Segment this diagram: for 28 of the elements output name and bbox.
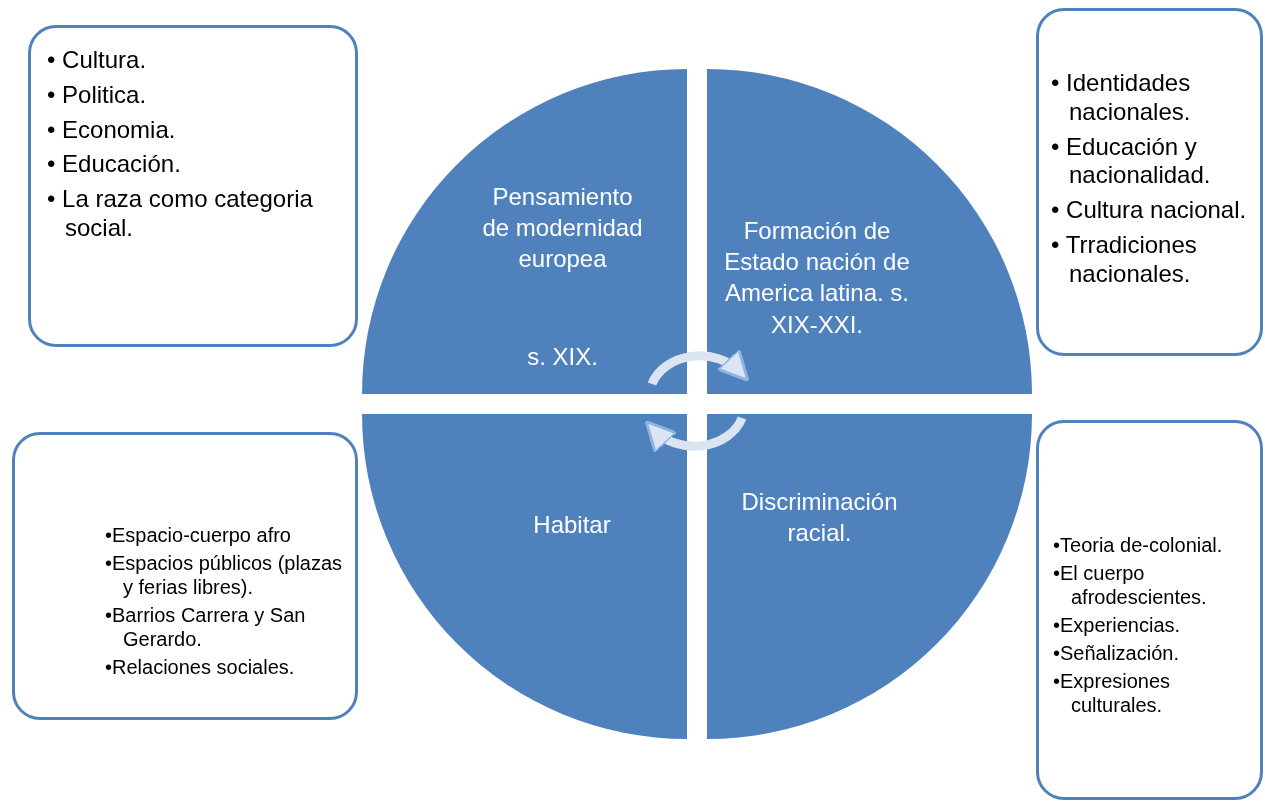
bullet-item: •Espacios públicos (plazas y ferias libres).: [105, 551, 344, 599]
segment-title: Habitar: [532, 510, 612, 540]
text-panel: [12, 432, 358, 720]
bullet-item: • Educación.: [47, 150, 182, 180]
bullet-item: • Cultura.: [47, 46, 148, 75]
bullet-item: •Relaciones sociales.: [105, 655, 296, 679]
bullet-item: •Teoria de-colonial.: [1053, 533, 1224, 557]
text-panel: [1036, 420, 1263, 800]
text-panel: [28, 25, 358, 347]
bullet-item: •Espacio-cuerpo afro: [105, 523, 292, 547]
bullet-item: • Politica.: [47, 80, 148, 110]
bullet-item: •Señalización.: [1053, 641, 1180, 665]
bullet-item: • Cultura nacional.: [1051, 196, 1248, 225]
bullet-item: • Educación y nacionalidad.: [1051, 132, 1212, 191]
curved-arrow: [647, 348, 750, 386]
text-panel: [1036, 8, 1263, 356]
bullet-item: •Barrios Carrera y San Gerardo.: [105, 603, 307, 651]
bullet-item: • Identidades nacionales.: [1051, 69, 1192, 127]
bullet-item: •El cuerpo afrodescientes.: [1053, 561, 1208, 609]
bullet-item: • La raza como categoria social.: [47, 185, 314, 243]
segment-title: Discriminación racial.: [740, 487, 899, 549]
bullet-item: •Expresiones culturales.: [1053, 669, 1172, 717]
bullet-item: • Economia.: [47, 115, 177, 145]
segment-title: Pensamiento de modernidad europea: [481, 182, 644, 275]
bullet-item: • Trradiciones nacionales.: [1051, 231, 1198, 289]
segment-title: s. XIX.: [526, 342, 599, 372]
segment-title: Formación de Estado nación de America latina. s. XIX-XXI.: [723, 216, 911, 340]
bullet-item: •Experiencias.: [1053, 613, 1182, 637]
